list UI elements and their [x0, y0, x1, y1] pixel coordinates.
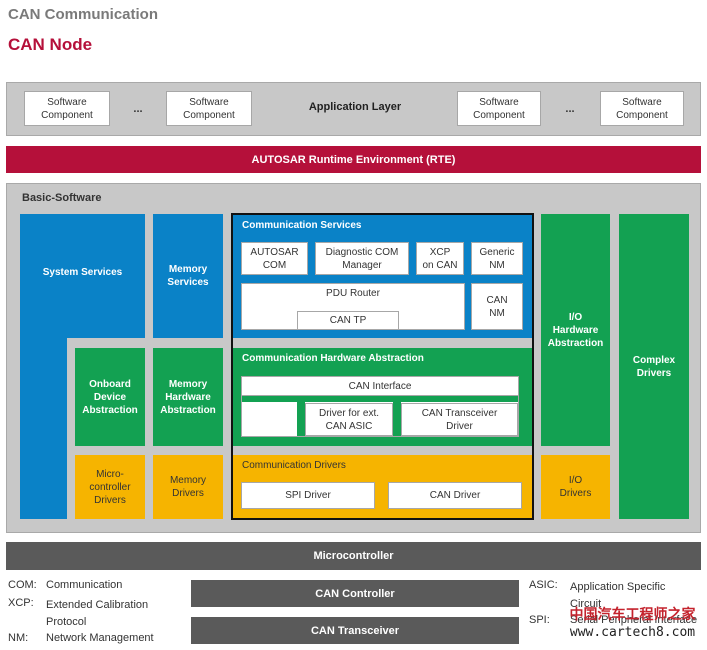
can-transceiver: CAN Transceiver	[191, 617, 519, 644]
legend-text-nm: Network Management	[46, 632, 154, 644]
pdu-router-label: PDU Router	[326, 287, 380, 299]
software-component-3: Software Component	[457, 91, 541, 126]
software-component-2: Software Component	[166, 91, 252, 126]
can-nm: CAN NM	[471, 283, 523, 330]
application-layer	[6, 82, 701, 136]
can-interface-gap-2	[297, 402, 305, 436]
microcontroller-drivers: Micro- controller Drivers	[75, 455, 145, 519]
legend-abbr-com: COM:	[8, 579, 37, 591]
can-interface-gap	[242, 396, 518, 402]
io-drivers: I/O Drivers	[541, 455, 610, 519]
rte-bar: AUTOSAR Runtime Environment (RTE)	[6, 146, 701, 173]
watermark-logo-text: 中国汽车工程师之家	[569, 607, 696, 623]
legend-text-com: Communication	[46, 579, 123, 591]
ellipsis-left: ...	[133, 103, 143, 115]
legend-abbr-spi: SPI:	[529, 614, 550, 626]
legend-abbr-xcp: XCP:	[8, 597, 34, 609]
system-services-stem	[20, 338, 67, 519]
legend-abbr-nm: NM:	[8, 632, 29, 644]
microcontroller-bar: Microcontroller	[6, 542, 701, 570]
communication-drivers-title: Communication Drivers	[242, 460, 346, 471]
generic-nm: Generic NM	[471, 242, 523, 275]
legend-abbr-asic: ASIC:	[529, 579, 558, 591]
basic-software-label: Basic-Software	[22, 192, 102, 204]
can-interface-gap-3	[393, 402, 401, 436]
legend-text-xcp: Extended Calibration Protocol	[46, 599, 149, 628]
can-interface-divider	[242, 395, 518, 396]
application-layer-label: Application Layer	[308, 101, 402, 113]
can-interface-label: CAN Interface	[348, 380, 412, 392]
memory-drivers: Memory Drivers	[153, 455, 223, 519]
can-interface-left-part	[242, 402, 297, 436]
software-component-1: Software Component	[24, 91, 110, 126]
spi-driver: SPI Driver	[241, 482, 375, 509]
page-title: CAN Communication	[8, 6, 158, 23]
legend-text-asic: Application Specific Circuit	[570, 581, 666, 610]
can-driver: CAN Driver	[388, 482, 522, 509]
driver-ext-can-asic: Driver for ext. CAN ASIC	[305, 403, 393, 436]
legend-text-spi: Serial Peripheral Interface	[570, 614, 698, 626]
can-controller: CAN Controller	[191, 580, 519, 607]
io-hardware-abstraction: I/O Hardware Abstraction	[541, 214, 610, 446]
onboard-device-abstraction: Onboard Device Abstraction	[75, 348, 145, 446]
autosar-com: AUTOSAR COM	[241, 242, 308, 275]
memory-services: Memory Services	[153, 214, 223, 338]
system-services-label: System Services	[42, 266, 123, 278]
communication-services-title: Communication Services	[242, 220, 362, 231]
communication-hardware-abstraction-title: Communication Hardware Abstraction	[242, 353, 424, 364]
watermark-url: www.cartech8.com	[569, 625, 696, 640]
page-subtitle: CAN Node	[8, 35, 93, 54]
complex-drivers: Complex Drivers	[619, 214, 689, 519]
memory-hardware-abstraction: Memory Hardware Abstraction	[153, 348, 223, 446]
system-services-top	[20, 214, 145, 338]
software-component-4: Software Component	[600, 91, 684, 126]
ellipsis-right: ...	[565, 103, 575, 115]
can-transceiver-driver: CAN Transceiver Driver	[401, 403, 518, 436]
can-tp: CAN TP	[297, 311, 399, 330]
diagnostic-com-manager: Diagnostic COM Manager	[315, 242, 409, 275]
xcp-on-can: XCP on CAN	[416, 242, 464, 275]
